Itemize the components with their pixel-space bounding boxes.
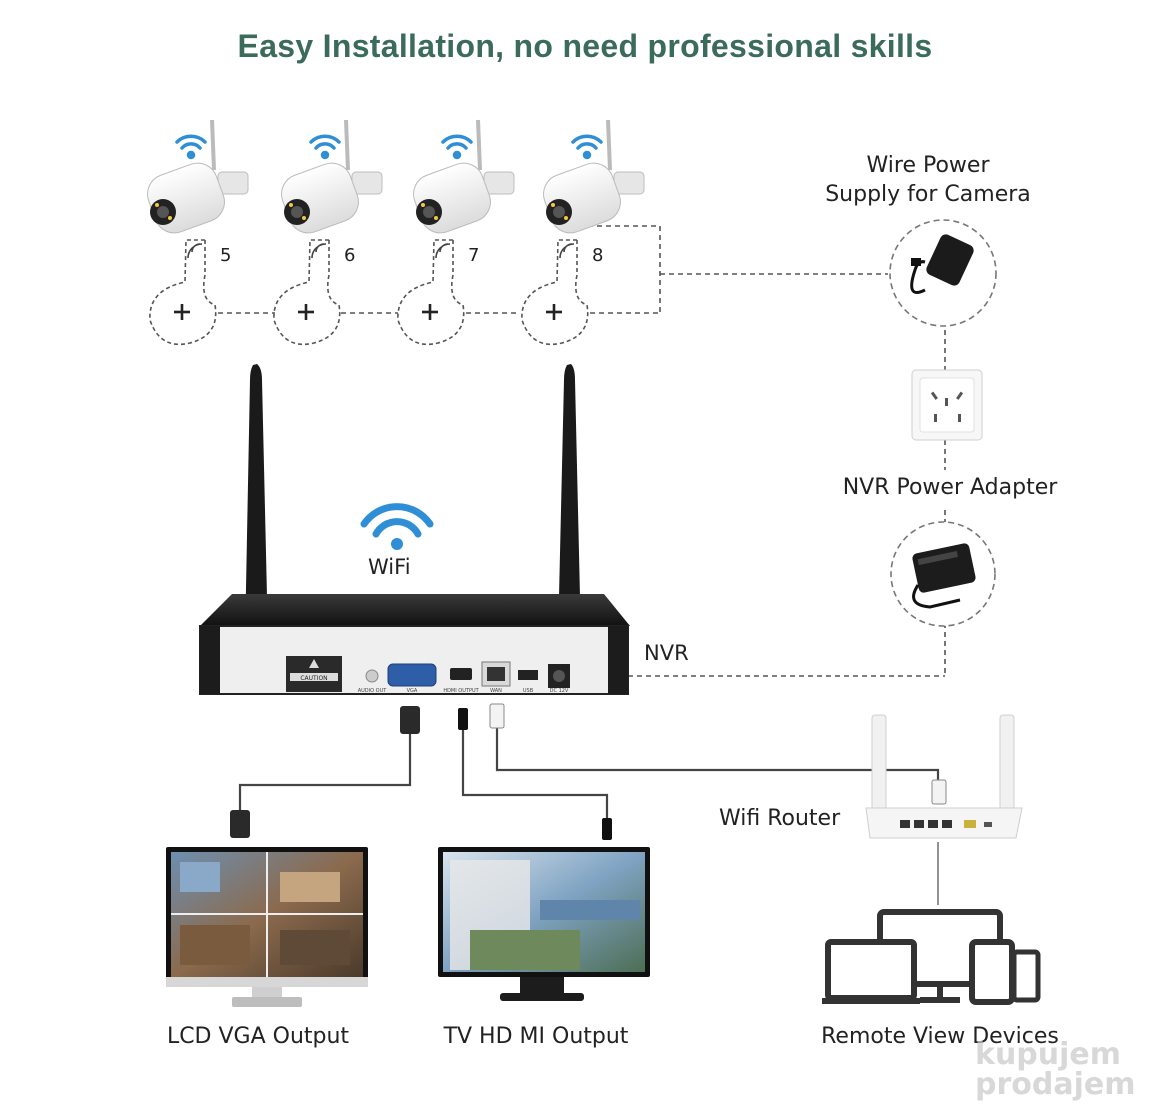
add-camera-slot-2 [273, 239, 341, 345]
wifi-router [865, 714, 1023, 905]
remote-devices-icon [822, 909, 1041, 1005]
tv-output-label: TV HD MI Output [443, 1024, 629, 1049]
power-adapter-icon [910, 234, 974, 294]
port-label-wan: WAN [490, 688, 502, 694]
nvr-label: NVR [644, 641, 689, 665]
wall-socket-icon [911, 369, 983, 441]
wifi-signal-icon [309, 134, 341, 160]
tv-monitor [438, 847, 650, 1001]
lcd-output-label: LCD VGA Output [166, 1024, 350, 1049]
watermark-line2: prodajem [975, 1067, 1136, 1102]
camera-chain-dashes [218, 225, 946, 677]
camera-channel-label: 6 [344, 245, 356, 266]
camera-3 [413, 119, 515, 234]
add-camera-slot-3 [397, 239, 465, 345]
camera-channel-label: 7 [468, 245, 480, 266]
port-label-usb: USB [523, 688, 534, 694]
wire-power-label-line1: Wire Power [866, 153, 990, 178]
plus-icon [174, 304, 562, 320]
nvr-adapter-icon [912, 543, 976, 609]
camera-2 [281, 119, 383, 234]
port-label-dc: DC 12V [550, 688, 569, 694]
watermark-line1: kupujem [975, 1037, 1122, 1072]
camera-4 [543, 119, 645, 234]
nvr-recorder: CAUTION AUDIO OUT VGA HDMI OUTPUT WAN US… [199, 364, 630, 695]
add-camera-slot-4 [521, 239, 589, 345]
camera-channel-label: 5 [220, 245, 232, 266]
camera-channel-label: 8 [592, 245, 604, 266]
add-camera-slot-1 [149, 239, 217, 345]
cable-connectors [230, 703, 947, 840]
wifi-label: WiFi [368, 555, 411, 579]
wire-power-label-line2: Supply for Camera [825, 182, 1031, 207]
wifi-signal-icon [175, 134, 207, 160]
port-label-hdmi: HDMI OUTPUT [443, 688, 479, 694]
wifi-router-label: Wifi Router [719, 806, 841, 831]
port-label-vga: VGA [407, 688, 418, 694]
remote-devices-label: Remote View Devices [821, 1024, 1059, 1049]
camera-1 [147, 119, 249, 234]
wifi-signal-icon [441, 134, 473, 160]
nvr-power-adapter-label: NVR Power Adapter [842, 475, 1058, 500]
wifi-icon [360, 503, 434, 550]
port-label-audio: AUDIO OUT [358, 688, 388, 694]
lcd-monitor [166, 847, 368, 1007]
wifi-signal-icon [571, 134, 603, 160]
caution-label: CAUTION [300, 675, 327, 682]
nvr-cables [238, 725, 940, 820]
diagram-title: Easy Installation, no need professional … [237, 28, 933, 64]
